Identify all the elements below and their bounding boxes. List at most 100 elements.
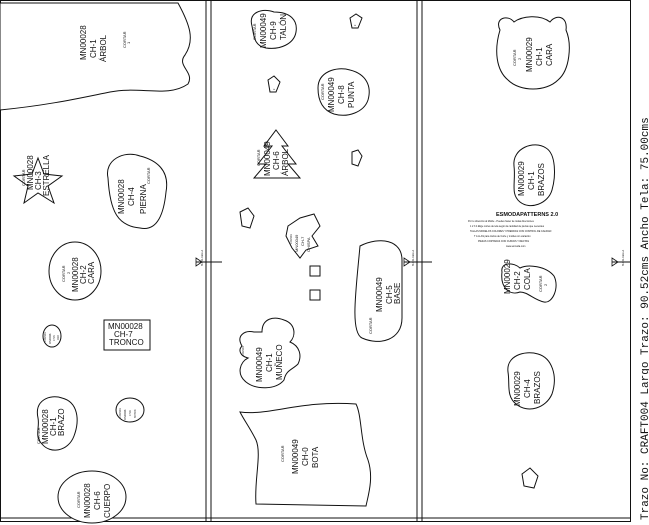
ref-mark-text: BI-DIR-REGLA xyxy=(622,250,625,266)
svg-text:2: 2 xyxy=(354,24,357,26)
svg-text:CORTAR: CORTAR xyxy=(21,169,26,186)
piece-cara-1: CORTAR 2 MN00028 CH-2 CARA xyxy=(48,241,102,301)
svg-text:CORTAR: CORTAR xyxy=(368,317,373,334)
svg-text:CH-1: CH-1 xyxy=(49,417,58,436)
svg-text:2: 2 xyxy=(543,283,548,286)
brand-block: ESMODAPATTERNS 2.0 Por tu dirección al M… xyxy=(468,212,558,248)
svg-text:MN00049: MN00049 xyxy=(255,347,264,382)
piece-small-detail-2: 2 xyxy=(267,75,281,93)
ref-mark-2: BI-DIR-REGLA xyxy=(403,250,432,267)
svg-text:MN00029: MN00029 xyxy=(525,37,534,72)
svg-text:MN00028: MN00028 xyxy=(49,333,52,344)
svg-text:T A LLAS para trazos de Corte: T A LLAS para trazos de Corte y moldes s… xyxy=(474,235,531,238)
svg-text:MN00028: MN00028 xyxy=(117,179,126,214)
svg-text:MN00028: MN00028 xyxy=(108,322,143,331)
svg-text:MUÑECO: MUÑECO xyxy=(275,344,284,380)
piece-arbol-2: CORTAR MN00049 CH-6 ÁRBOL xyxy=(252,129,302,179)
svg-text:CH-1: CH-1 xyxy=(535,47,544,66)
piece-small-detail-3 xyxy=(351,149,363,167)
svg-text:CORTAR: CORTAR xyxy=(290,234,293,244)
svg-text:CORTAR: CORTAR xyxy=(280,445,285,462)
piece-pierna: MN00028 CH-4 PIERNA CORTAR xyxy=(107,153,168,229)
svg-text:CORTAR: CORTAR xyxy=(36,427,41,444)
svg-text:CORTAR: CORTAR xyxy=(122,31,127,48)
svg-text:CORTAR: CORTAR xyxy=(512,49,517,66)
svg-text:CH-8: CH-8 xyxy=(337,85,346,104)
svg-text:MN00028: MN00028 xyxy=(26,155,35,190)
svg-text:PIEZAS CORTADAS CON CURVAS Y R: PIEZAS CORTADAS CON CURVAS Y RECTAS xyxy=(478,240,529,243)
svg-text:Por tu dirección al Molde - Pu: Por tu dirección al Molde - Puedes hacer… xyxy=(468,220,535,223)
svg-text:1 2 3 4 Elige cortes de tela s: 1 2 3 4 Elige cortes de tela según la ca… xyxy=(470,225,545,228)
piece-estrella: CORTAR MN00028 CH-3 ESTRELLA xyxy=(12,154,64,205)
svg-text:CORTAR: CORTAR xyxy=(320,83,325,100)
svg-text:CH-6: CH-6 xyxy=(272,151,281,170)
svg-text:BRAZOS: BRAZOS xyxy=(533,371,542,404)
piece-tronco: MN00028 CH-7 TRONCO xyxy=(103,319,151,351)
svg-text:PUNTA: PUNTA xyxy=(347,81,356,108)
piece-base: CORTAR MN00049 CH-5 BASE xyxy=(354,240,403,342)
svg-text:CORTAR: CORTAR xyxy=(242,346,245,356)
svg-text:CH-9: CH-9 xyxy=(269,21,278,40)
svg-text:TALÓN: TALÓN xyxy=(279,14,288,40)
piece-cuerpo: CORTAR MN00028 CH-6 CUERPO xyxy=(57,470,127,524)
svg-text:CH-4: CH-4 xyxy=(523,379,532,398)
svg-text:CORTAR: CORTAR xyxy=(538,275,543,292)
piece-small-detail-5 xyxy=(309,265,321,301)
svg-text:MN00049: MN00049 xyxy=(259,13,268,48)
svg-text:MN00049: MN00049 xyxy=(375,277,384,312)
svg-text:www.esmoda.com: www.esmoda.com xyxy=(506,245,525,248)
svg-text:MN00029: MN00029 xyxy=(513,371,522,406)
svg-text:MN00028: MN00028 xyxy=(41,409,50,444)
svg-text:CORTAR: CORTAR xyxy=(76,491,81,508)
svg-text:CH-7: CH-7 xyxy=(300,236,305,246)
svg-text:2: 2 xyxy=(273,88,276,90)
piece-brazos-2: MN00029 CH-4 BRAZOS xyxy=(507,352,555,410)
svg-text:MN00028: MN00028 xyxy=(71,257,80,292)
piece-small-detail-1: 2 xyxy=(349,13,363,29)
svg-text:CORTAR: CORTAR xyxy=(146,167,151,184)
svg-text:COLA: COLA xyxy=(523,268,532,290)
ref-mark-1: BI-DIR-REGLA xyxy=(195,250,222,267)
marker-border xyxy=(0,0,631,522)
svg-text:ÁRBOL: ÁRBOL xyxy=(99,34,108,62)
svg-text:TRONCO: TRONCO xyxy=(109,338,144,347)
svg-text:MN00029: MN00029 xyxy=(503,259,512,294)
svg-text:BOTON: BOTON xyxy=(134,409,137,418)
ref-mark-3: BI-DIR-REGLA xyxy=(611,250,630,267)
svg-text:CH-6: CH-6 xyxy=(93,491,102,510)
ref-mark-text: BI-DIR-REGLA xyxy=(201,250,204,266)
svg-text:OJO: OJO xyxy=(57,335,60,340)
svg-text:CH-2: CH-2 xyxy=(79,265,88,284)
svg-text:CH-2: CH-2 xyxy=(513,271,522,290)
svg-text:CH-5: CH-5 xyxy=(53,335,56,341)
svg-text:BRAZO: BRAZO xyxy=(57,408,66,436)
svg-text:BRAZOS: BRAZOS xyxy=(537,163,546,196)
svg-text:TALLAS MODELOS COLORES Y PREND: TALLAS MODELOS COLORES Y PRENDAS CON CON… xyxy=(470,230,552,233)
svg-text:MN00049: MN00049 xyxy=(291,439,300,474)
svg-text:CHISPA: CHISPA xyxy=(306,237,311,252)
svg-text:CORTAR: CORTAR xyxy=(44,332,47,342)
svg-text:CH-1: CH-1 xyxy=(89,39,98,58)
svg-text:ESTRELLA: ESTRELLA xyxy=(42,154,51,196)
svg-text:MN00049: MN00049 xyxy=(263,141,272,176)
piece-boton: CORTAR MN00028 CH-8 BOTON xyxy=(115,397,145,423)
svg-text:MN00049: MN00049 xyxy=(294,234,299,252)
piece-cola: MN00029 CH-2 COLA CORTAR 2 xyxy=(501,259,557,303)
svg-text:CUERPO: CUERPO xyxy=(103,484,112,518)
svg-text:2: 2 xyxy=(517,57,522,60)
svg-text:MN00029: MN00029 xyxy=(517,161,526,196)
svg-text:CORTAR: CORTAR xyxy=(256,149,261,166)
svg-text:CH-1: CH-1 xyxy=(265,353,274,372)
piece-ojo: CORTAR MN00028 CH-5 OJO xyxy=(42,324,62,348)
piece-brazos-1: MN00029 CH-1 BRAZOS xyxy=(513,144,555,206)
piece-small-detail-4 xyxy=(239,207,255,229)
piece-small-detail-6 xyxy=(521,467,539,489)
marker-info: Trazo No: CRAFT004 Largo Trazo: 90.52cms… xyxy=(640,117,649,520)
svg-text:ÁRBOL: ÁRBOL xyxy=(281,148,290,176)
svg-text:CH-3: CH-3 xyxy=(34,171,43,190)
piece-muneco: CORTAR MN00049 CH-1 MUÑECO xyxy=(239,317,301,389)
svg-text:CARA: CARA xyxy=(545,43,554,66)
svg-text:CH-1: CH-1 xyxy=(527,171,536,190)
piece-chispa: CORTAR MN00049 CH-7 CHISPA xyxy=(285,213,321,259)
